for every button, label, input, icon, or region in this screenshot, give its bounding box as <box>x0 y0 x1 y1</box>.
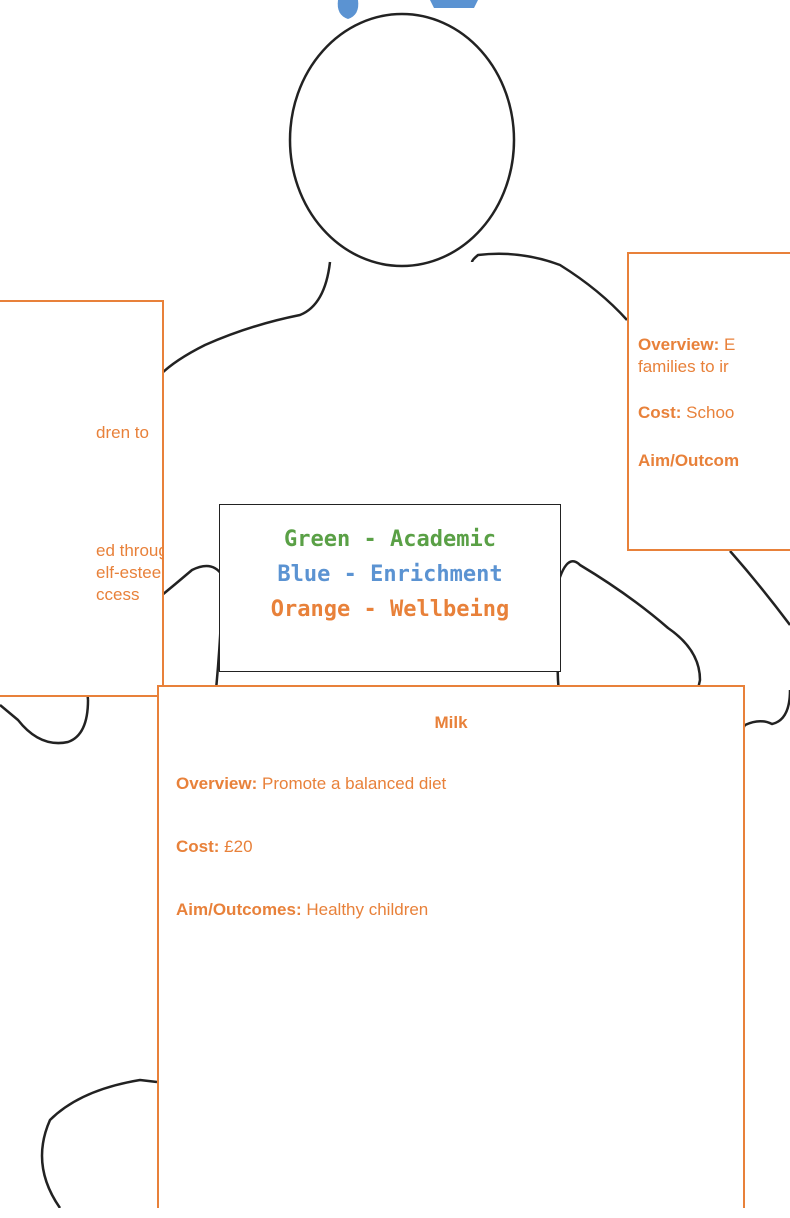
left-box-line-4: ccess <box>96 585 140 604</box>
milk-info-box-lower <box>157 1068 745 1218</box>
left-info-box: dren to ed through elf-esteem. ccess <box>0 300 164 697</box>
right-box-aim: Aim/Outcom <box>638 451 740 470</box>
header-fragment-2 <box>430 0 478 8</box>
head-outline <box>288 12 516 268</box>
overview-label: Overview: <box>638 335 720 354</box>
left-box-line-2: ed through <box>96 541 162 560</box>
overview-text: E <box>719 335 736 354</box>
right-info-box: Overview: E families to ir Cost: Schoo A… <box>627 252 790 551</box>
legend-academic: Green - Academic <box>284 527 496 552</box>
right-box-cost: Cost: Schoo <box>638 402 734 424</box>
right-box-overview: Overview: E <box>638 334 735 356</box>
legend-enrichment: Blue - Enrichment <box>277 562 503 587</box>
left-box-line-1: dren to <box>96 423 149 442</box>
header-fragment <box>337 0 359 19</box>
color-legend: Green - Academic Blue - Enrichment Orang… <box>219 504 561 672</box>
legend-wellbeing: Orange - Wellbeing <box>270 597 510 622</box>
cost-label: Cost: <box>638 403 682 422</box>
right-box-overview-cont: families to ir <box>638 357 729 376</box>
left-box-line-3: elf-esteem. <box>96 563 162 582</box>
cost-text: Schoo <box>681 403 735 422</box>
